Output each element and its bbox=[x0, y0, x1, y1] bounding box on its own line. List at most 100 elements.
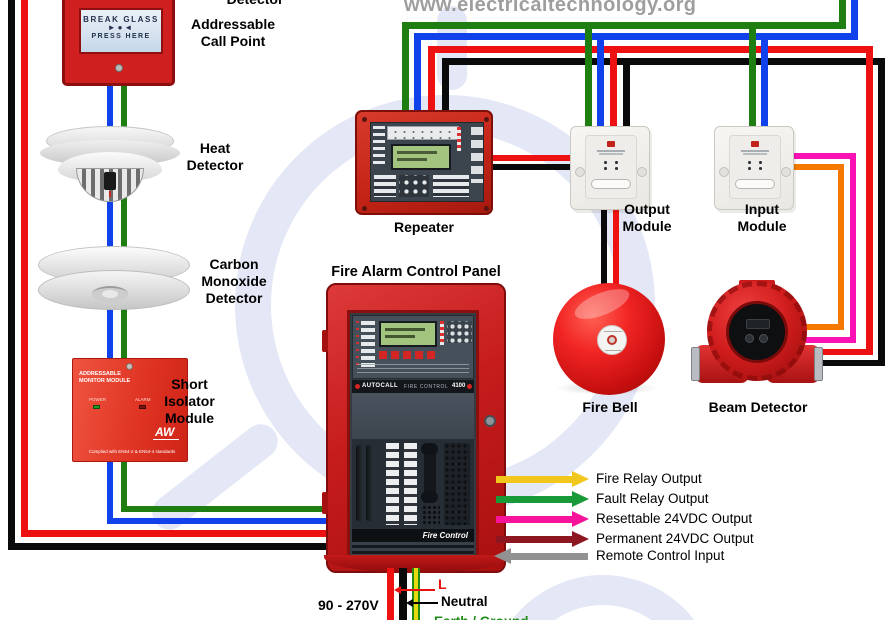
wire-live-bottom bbox=[387, 568, 394, 620]
module-led bbox=[748, 167, 751, 170]
repeater-screw bbox=[362, 117, 367, 122]
module-text-line bbox=[599, 153, 623, 155]
isolator-logo-underline bbox=[153, 439, 179, 440]
io-label-fault-relay: Fault Relay Output bbox=[596, 491, 709, 506]
label-call-point: Addressable Call Point bbox=[190, 16, 276, 50]
wire-red-bottom-run bbox=[21, 530, 335, 537]
neutral-pointer-head bbox=[406, 599, 413, 607]
wire-red-left-vertical bbox=[21, 0, 28, 537]
io-label-permanent-24vdc: Permanent 24VDC Output bbox=[596, 531, 754, 546]
isolator-led-power-label: POWER bbox=[89, 397, 107, 402]
isolator-footnote: Complied with EN54-2 & EN54-4 standards bbox=[88, 449, 176, 454]
module-text-line bbox=[743, 153, 767, 155]
repeater-face bbox=[370, 122, 484, 202]
lcd-text-line bbox=[385, 335, 415, 338]
panel-aux-leds bbox=[440, 321, 444, 345]
wire-orange-vertical bbox=[838, 164, 844, 330]
beam-body-ridges bbox=[707, 281, 807, 381]
wire-black-bottom-run bbox=[8, 543, 335, 550]
label-live: L bbox=[438, 576, 447, 592]
bell-label-ring bbox=[607, 335, 617, 345]
heat-detector bbox=[36, 122, 186, 218]
bay-cord bbox=[422, 505, 440, 525]
wire-blue-drop-input bbox=[761, 33, 768, 132]
fault-relay-arrow-shaft bbox=[496, 496, 572, 503]
panel-zone-leds bbox=[356, 321, 359, 367]
repeater-keypad bbox=[399, 175, 429, 197]
remote-control-arrow-head bbox=[494, 548, 511, 564]
panel-equipment-bay bbox=[352, 439, 474, 529]
repeater-lcd bbox=[391, 144, 451, 170]
wire-black-repeater-output bbox=[490, 164, 575, 170]
module-led bbox=[604, 161, 607, 164]
bay-cylinder bbox=[356, 445, 363, 521]
isolator-led-power bbox=[93, 405, 100, 409]
label-input-module: Input Module bbox=[737, 201, 787, 235]
module-side-button bbox=[637, 167, 647, 177]
call-point-text-press-here: PRESS HERE bbox=[91, 32, 151, 40]
wire-red-drop-output bbox=[610, 46, 617, 132]
repeater-btn-box-a bbox=[374, 175, 396, 197]
wire-magenta-to-beam bbox=[763, 337, 856, 343]
fire-relay-arrow-shaft bbox=[496, 476, 572, 483]
panel-operator-section bbox=[352, 315, 474, 379]
call-point-text-break-glass: BREAK GLASS bbox=[83, 15, 159, 24]
bell-label-text-line bbox=[605, 350, 621, 351]
wire-black-drop-output bbox=[623, 58, 630, 132]
wire-black-right-vertical bbox=[878, 58, 885, 366]
neutral-pointer-line bbox=[412, 602, 438, 604]
output-module bbox=[570, 126, 650, 210]
bay-terminal-strip bbox=[404, 443, 417, 525]
wire-blue-to-panel bbox=[107, 518, 335, 524]
wire-earth-bottom bbox=[412, 568, 420, 620]
label-partial-detector: Detector bbox=[200, 0, 310, 8]
resettable-24vdc-arrow-head bbox=[572, 511, 589, 527]
label-beam-detector: Beam Detector bbox=[708, 399, 808, 415]
label-co-detector: Carbon Monoxide Detector bbox=[201, 256, 267, 307]
site-watermark-text: www.electricaltechnology.org bbox=[404, 0, 697, 16]
bay-cylinder bbox=[366, 445, 373, 521]
module-label-slot bbox=[735, 179, 775, 189]
panel-hinge bbox=[322, 330, 328, 352]
call-point-arrows: ►●◄ bbox=[107, 23, 135, 32]
panel-red-buttons bbox=[379, 351, 437, 359]
wire-black-bell bbox=[601, 206, 607, 288]
module-led bbox=[759, 161, 762, 164]
module-side-button bbox=[781, 167, 791, 177]
beam-detector bbox=[690, 274, 824, 390]
wire-green-bus bbox=[402, 22, 846, 29]
repeater-screw bbox=[484, 117, 489, 122]
beam-lens bbox=[745, 334, 754, 343]
panel-base bbox=[324, 555, 508, 573]
repeater bbox=[355, 110, 493, 215]
isolator-logo: AW bbox=[155, 425, 175, 439]
autocall-logo-dot bbox=[355, 384, 360, 389]
beam-window bbox=[726, 301, 788, 363]
module-led bbox=[759, 167, 762, 170]
wire-orange-run bbox=[790, 164, 844, 170]
fire-control-strip-text: Fire Control bbox=[422, 531, 468, 540]
live-pointer-head bbox=[394, 586, 401, 594]
repeater-aux-leds bbox=[457, 127, 461, 151]
wire-black-left-vertical bbox=[8, 0, 15, 550]
beam-sensor-box bbox=[746, 319, 770, 329]
panel-micro-text bbox=[357, 364, 469, 376]
remote-control-arrow-shaft bbox=[511, 553, 588, 560]
isolator-led-alarm-label: ALARM bbox=[135, 397, 151, 402]
wire-green-to-panel bbox=[121, 506, 335, 512]
permanent-24vdc-arrow-head bbox=[572, 531, 589, 547]
wire-black-drop-repeater bbox=[442, 58, 449, 118]
label-earth: Earth / Ground bbox=[434, 614, 529, 620]
wire-magenta-vertical bbox=[850, 153, 856, 343]
fire-alarm-control-panel: AUTOCALL FIRE CONTROL 4100 Fire Control bbox=[322, 283, 508, 573]
wire-red-bell bbox=[613, 206, 619, 288]
beam-cap-left bbox=[691, 347, 700, 381]
label-fire-bell: Fire Bell bbox=[582, 399, 638, 415]
module-led bbox=[615, 167, 618, 170]
co-center-dot bbox=[102, 290, 118, 298]
panel-zone-labels bbox=[361, 321, 375, 367]
panel-keypad bbox=[447, 321, 472, 343]
wire-black-to-beam bbox=[779, 360, 885, 366]
module-side-button bbox=[719, 167, 729, 177]
module-side-button bbox=[575, 167, 585, 177]
